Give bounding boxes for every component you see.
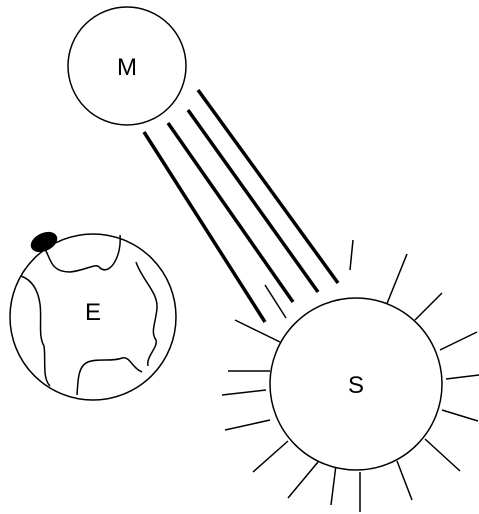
sun: S — [222, 240, 479, 512]
light-ray — [168, 123, 293, 302]
sun-ray — [253, 441, 288, 472]
sun-ray — [288, 462, 318, 498]
sun-ray — [442, 410, 478, 421]
sun-ray — [222, 390, 266, 395]
sun-ray — [386, 254, 407, 306]
light-ray — [198, 90, 338, 283]
sun-label: S — [348, 372, 364, 399]
light-rays — [144, 90, 338, 322]
light-ray — [188, 110, 318, 292]
sun-ray — [331, 465, 336, 505]
earth: E — [10, 228, 176, 400]
earth-label: E — [85, 299, 101, 326]
moon: M — [68, 7, 186, 125]
sun-ray — [415, 293, 442, 320]
sun-ray — [446, 375, 479, 379]
sun-ray — [440, 332, 477, 350]
sun-ray — [397, 461, 412, 500]
moon-label: M — [117, 54, 137, 81]
sun-ray — [225, 420, 270, 430]
sun-ray — [425, 439, 460, 471]
sun-ray — [350, 240, 353, 270]
sun-ray — [235, 320, 280, 342]
